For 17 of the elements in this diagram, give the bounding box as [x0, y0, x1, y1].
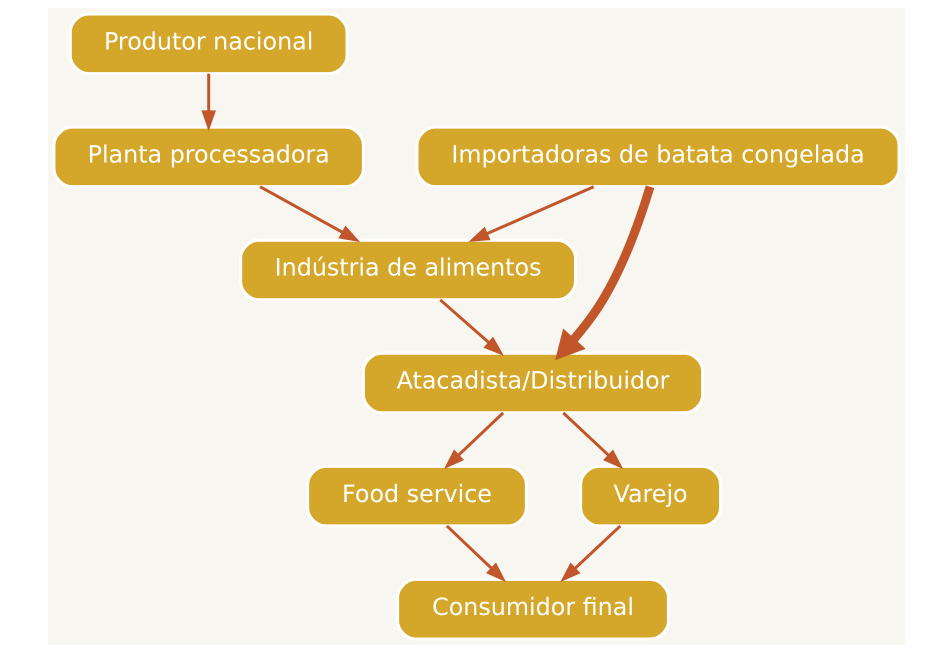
- arrow: [560, 524, 621, 582]
- node-box: Importadoras de batata congelada: [415, 126, 900, 188]
- node-box: Consumidor final: [396, 578, 670, 640]
- arrow: [445, 524, 506, 582]
- node-box: Atacadista/Distribuidor: [361, 352, 704, 414]
- arrow: [468, 185, 594, 242]
- node-box: Varejo: [578, 464, 722, 528]
- node-box: Food service: [306, 464, 528, 528]
- node-box: Planta processadora: [52, 126, 364, 188]
- arrow: [258, 185, 360, 242]
- arrow: [554, 185, 654, 360]
- arrow: [562, 412, 623, 470]
- node-box: Produtor nacional: [68, 12, 348, 76]
- arrow: [438, 298, 504, 356]
- node-box: Indústria de alimentos: [238, 238, 576, 302]
- arrow: [200, 74, 216, 132]
- arrow: [443, 412, 504, 470]
